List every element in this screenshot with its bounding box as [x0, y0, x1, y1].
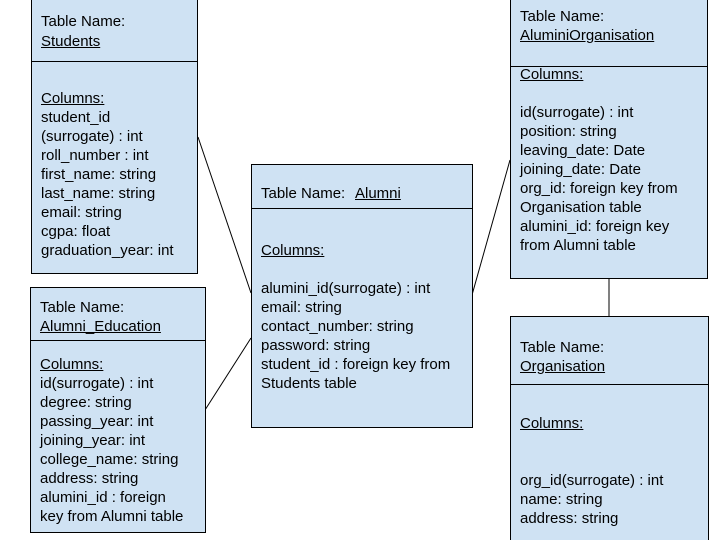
alumini-organisation-columns: id(surrogate) : int position: string lea… — [520, 103, 678, 255]
column-entry: name: string — [520, 491, 603, 508]
students-name-prefix: Table Name: — [41, 13, 126, 30]
column-entry: roll_number : int — [41, 147, 149, 164]
alumini-organisation-columns-label: Columns: — [520, 66, 584, 83]
column-entry: passing_year: int — [40, 413, 154, 430]
column-entry: key from Alumni table — [40, 508, 184, 525]
column-entry: id(surrogate) : int — [40, 375, 154, 392]
alumni-table: Table Name: Alumni Columns: alumini_id(s… — [251, 164, 473, 428]
alumni-name: Alumni — [355, 185, 401, 202]
students-name: Students — [41, 33, 101, 50]
column-entry: password: string — [261, 337, 371, 354]
column-entry: from Alumni table — [520, 237, 636, 254]
alumini-organisation-divider — [511, 66, 707, 67]
column-entry: org_id(surrogate) : int — [520, 472, 664, 489]
alumni-education-columns-label: Columns: — [40, 356, 104, 373]
organisation-divider — [511, 384, 708, 385]
column-entry: alumini_id: foreign key — [520, 218, 670, 235]
link-alumni-education-alumni — [204, 337, 252, 411]
alumini-organisation-table: Table Name: AluminiOrganisation Columns:… — [510, 0, 708, 279]
column-entry: id(surrogate) : int — [520, 104, 634, 121]
organisation-table: Table Name: Organisation Columns: org_id… — [510, 316, 709, 540]
column-entry: email: string — [41, 204, 122, 221]
alumni-divider — [252, 208, 472, 209]
column-entry: org_id: foreign key from — [520, 180, 678, 197]
organisation-columns-label: Columns: — [520, 415, 584, 432]
column-entry: email: string — [261, 299, 342, 316]
column-entry: (surrogate) : int — [41, 128, 143, 145]
alumni-columns-label: Columns: — [261, 242, 325, 259]
column-entry: address: string — [40, 470, 139, 487]
alumni-education-divider — [31, 340, 205, 341]
alumni-education-name: Alumni_Education — [40, 318, 161, 335]
column-entry: degree: string — [40, 394, 132, 411]
column-entry: address: string — [520, 510, 619, 527]
alumni-name-prefix: Table Name: — [261, 185, 346, 202]
alumni-education-table: Table Name: Alumni_Education Columns: id… — [30, 287, 206, 533]
column-entry: Organisation table — [520, 199, 642, 216]
column-entry: leaving_date: Date — [520, 142, 646, 159]
column-entry: first_name: string — [41, 166, 157, 183]
column-entry: joining_year: int — [40, 432, 146, 449]
column-entry: position: string — [520, 123, 617, 140]
column-entry: student_id — [41, 109, 111, 126]
column-entry: contact_number: string — [261, 318, 414, 335]
students-table: Table Name: Students Columns: student_id… — [31, 0, 198, 274]
students-divider — [32, 61, 197, 62]
column-entry: last_name: string — [41, 185, 156, 202]
alumini-organisation-name: AluminiOrganisation — [520, 27, 655, 44]
organisation-columns: org_id(surrogate) : int name: string add… — [520, 471, 663, 528]
alumini-organisation-name-prefix: Table Name: — [520, 8, 605, 25]
column-entry: graduation_year: int — [41, 242, 174, 259]
alumni-education-name-prefix: Table Name: — [40, 299, 125, 316]
students-columns: student_id (surrogate) : int roll_number… — [41, 108, 174, 260]
column-entry: joining_date: Date — [520, 161, 641, 178]
organisation-name: Organisation — [520, 358, 606, 375]
alumni-education-columns: id(surrogate) : int degree: string passi… — [40, 374, 183, 526]
link-students-alumni — [197, 136, 252, 294]
column-entry: alumini_id : foreign — [40, 489, 166, 506]
column-entry: cgpa: float — [41, 223, 111, 240]
organisation-name-prefix: Table Name: — [520, 339, 605, 356]
column-entry: student_id : foreign key from — [261, 356, 451, 373]
column-entry: alumini_id(surrogate) : int — [261, 280, 431, 297]
column-entry: Students table — [261, 375, 357, 392]
students-columns-label: Columns: — [41, 90, 105, 107]
column-entry: college_name: string — [40, 451, 179, 468]
link-alumni-alumini-organisation — [471, 159, 511, 296]
alumni-columns: alumini_id(surrogate) : int email: strin… — [261, 279, 450, 393]
